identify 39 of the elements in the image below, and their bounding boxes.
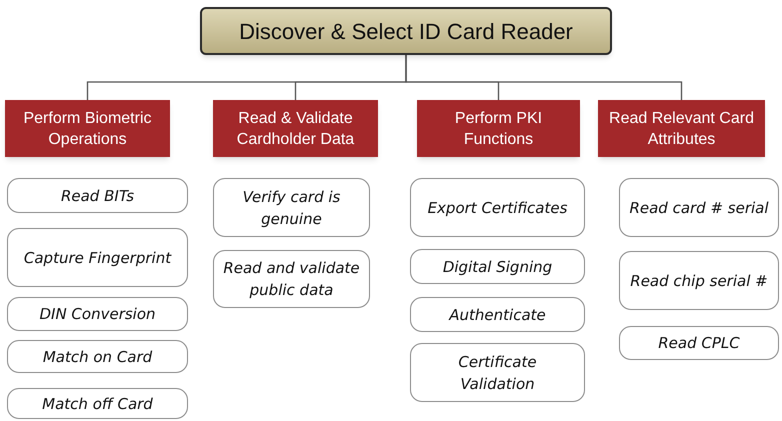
header-text: Read & Validate Cardholder Data bbox=[236, 108, 356, 150]
task-text: Read card # serial bbox=[629, 198, 769, 218]
title-box bbox=[200, 7, 612, 55]
task-box bbox=[7, 228, 188, 287]
task-box bbox=[7, 388, 188, 419]
task-box bbox=[213, 178, 370, 237]
task-text: Digital Signing bbox=[442, 256, 552, 278]
task-box bbox=[213, 250, 370, 308]
task-box bbox=[619, 326, 779, 360]
task-box bbox=[7, 340, 188, 373]
task-text: Read chip serial # bbox=[630, 270, 768, 292]
task-text: Read BITs bbox=[60, 186, 134, 206]
task-text: Export Certificates bbox=[428, 198, 568, 218]
task-text: Match on Card bbox=[42, 346, 152, 368]
task-box bbox=[410, 249, 585, 284]
header-text: Perform Biometric Operations bbox=[22, 108, 153, 150]
header-text: Read Relevant Card Attributes bbox=[608, 108, 755, 150]
task-text: Read and validate public data bbox=[222, 258, 361, 301]
task-text: Authenticate bbox=[449, 304, 546, 326]
header-text: Perform PKI Functions bbox=[454, 108, 544, 150]
task-text: Capture Fingerprint bbox=[24, 248, 172, 268]
category-header bbox=[598, 100, 765, 157]
task-box bbox=[410, 343, 585, 402]
task-text: Certificate Validation bbox=[457, 352, 538, 394]
task-text: DIN Conversion bbox=[39, 304, 156, 325]
task-box bbox=[619, 178, 779, 237]
task-box bbox=[410, 178, 585, 237]
task-box bbox=[7, 297, 188, 331]
task-box bbox=[619, 251, 779, 310]
category-header bbox=[5, 100, 170, 157]
task-box bbox=[410, 297, 585, 332]
task-text: Verify card is genuine bbox=[242, 186, 342, 230]
category-header bbox=[417, 100, 580, 157]
title-text: Discover & Select ID Card Reader bbox=[239, 18, 573, 46]
connector-line bbox=[405, 55, 682, 100]
task-text: Read CPLC bbox=[658, 333, 740, 354]
task-box bbox=[7, 178, 188, 213]
task-text: Match off Card bbox=[42, 394, 153, 414]
category-header bbox=[213, 100, 378, 157]
